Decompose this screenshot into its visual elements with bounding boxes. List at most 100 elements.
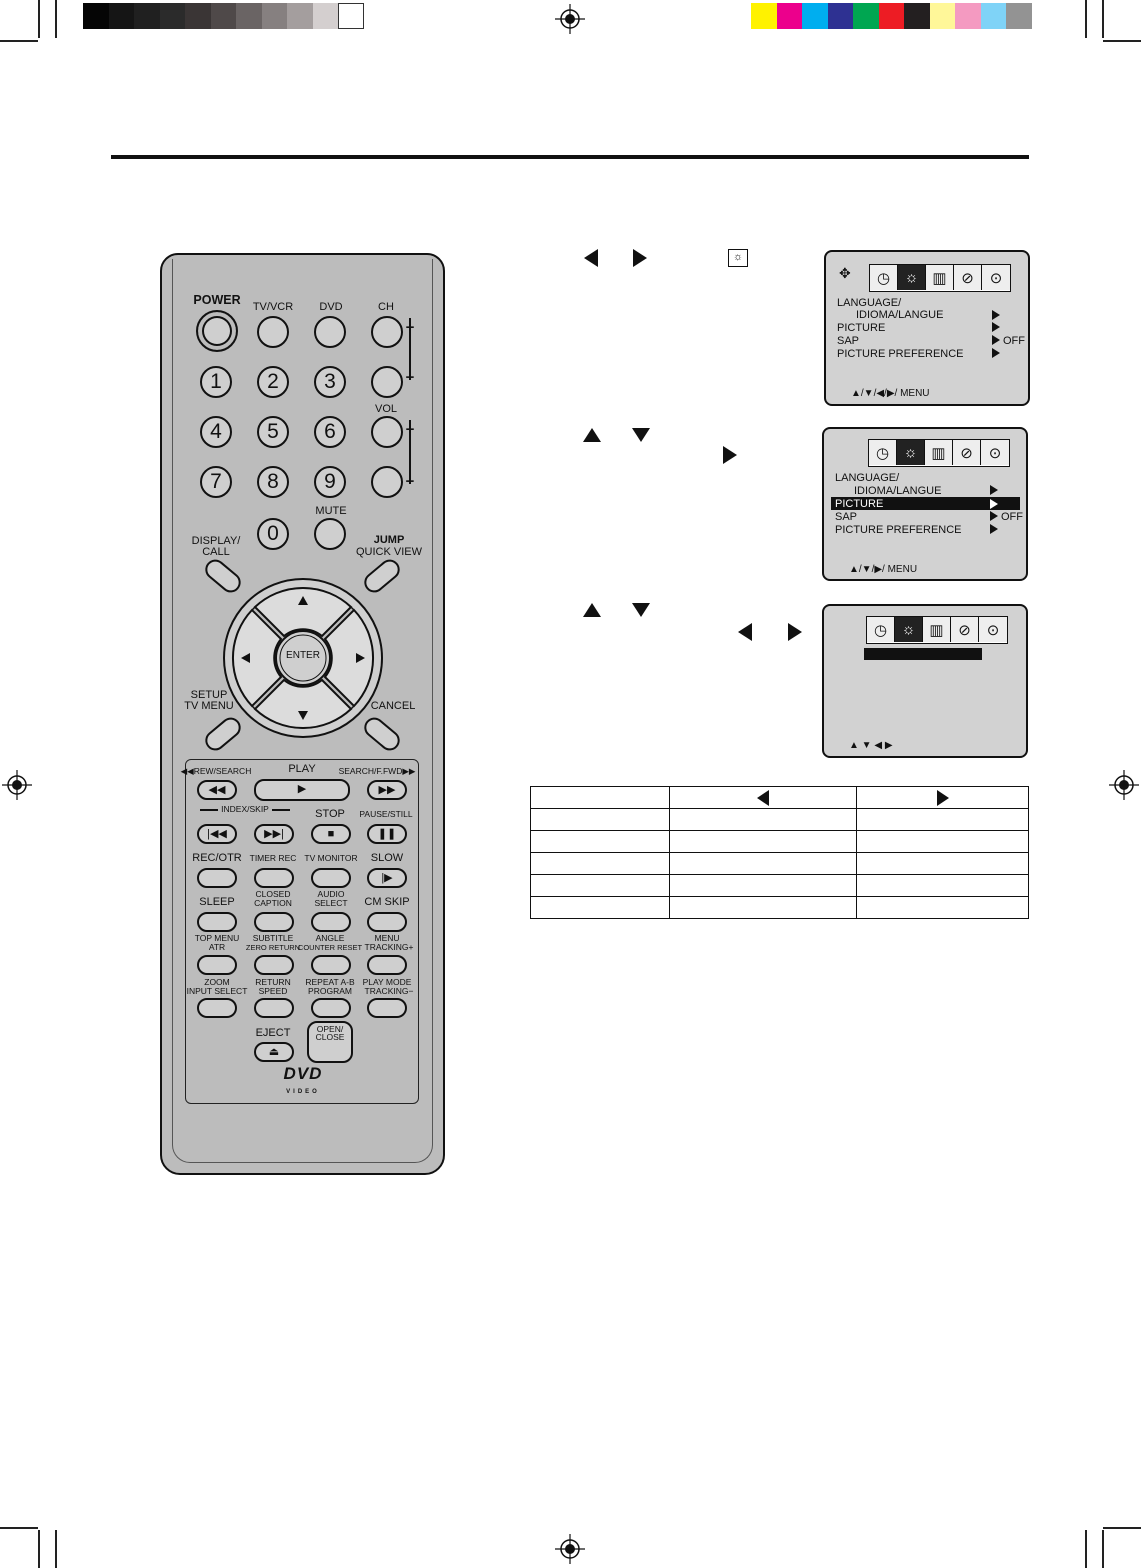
ch-up-button[interactable] [371, 316, 403, 348]
subtitle-zero-return-button[interactable] [254, 955, 294, 975]
play-label: PLAY [288, 763, 316, 775]
top-menu-atr-button[interactable] [197, 955, 237, 975]
closed-caption-button[interactable] [254, 912, 294, 932]
submenu-arrow-icon [990, 499, 998, 509]
submenu-arrow-icon [992, 348, 1000, 358]
open-close-button[interactable] [307, 1021, 353, 1063]
sleep-button[interactable] [197, 912, 237, 932]
repeat-ab-program-button[interactable] [311, 998, 351, 1018]
lock-icon: ⊘ [951, 617, 979, 642]
tracking-minus-label: TRACKING− [364, 986, 414, 996]
digit-8-button[interactable]: 8 [257, 466, 289, 498]
subtitle-label: SUBTITLE [252, 933, 294, 943]
digit-6-button[interactable]: 6 [314, 416, 346, 448]
down-arrow-icon [632, 428, 650, 442]
up-arrow-icon [583, 603, 601, 617]
vol-minus-sign: − [405, 473, 415, 490]
color-swatch [955, 3, 981, 29]
tape-icon: ⊙ [982, 265, 1010, 290]
mute-button[interactable] [314, 518, 346, 550]
digit-4-button[interactable]: 4 [200, 416, 232, 448]
power-button[interactable] [196, 310, 238, 352]
tv-vcr-button[interactable] [257, 316, 289, 348]
display-label: DISPLAY/ [191, 535, 241, 547]
osd-footer: ▲ ▼ ◀ ▶ [849, 740, 893, 751]
dvd-label: DVD [319, 301, 343, 313]
digit-0-button[interactable]: 0 [257, 518, 289, 550]
table-cell [668, 852, 858, 875]
vol-label: VOL [374, 403, 398, 415]
tv-monitor-button[interactable] [311, 868, 351, 888]
crop-mark [0, 1527, 38, 1529]
atr-label: ATR [208, 942, 226, 952]
vol-up-button[interactable] [371, 416, 403, 448]
osd-footer: ▲/▼/▶/ MENU [849, 564, 918, 575]
return-speed-button[interactable] [254, 998, 294, 1018]
index-skip-label: INDEX/SKIP [221, 804, 269, 814]
four-way-arrow-icon: ✥ [839, 265, 851, 281]
skip-forward-button[interactable]: ▶▶| [254, 824, 294, 844]
registration-mark [555, 1534, 585, 1564]
play-mode-tracking-minus-button[interactable] [367, 998, 407, 1018]
fast-forward-button[interactable]: ▶▶ [367, 780, 407, 800]
digit-3-button[interactable]: 3 [314, 366, 346, 398]
color-swatch [210, 3, 236, 29]
color-swatch [338, 3, 364, 29]
color-swatch [236, 3, 262, 29]
table-cell [668, 874, 858, 897]
film-icon: ▥ [925, 440, 953, 465]
stop-button[interactable]: ■ [311, 824, 351, 844]
tracking-plus-label: TRACKING+ [364, 942, 414, 952]
color-swatch [878, 3, 904, 29]
play-button[interactable]: ▶ [254, 779, 350, 801]
crop-mark [38, 0, 40, 38]
osd-item-picture: PICTURE [837, 322, 886, 334]
color-swatch [83, 3, 109, 29]
crop-mark [1103, 1527, 1141, 1529]
digit-5-button[interactable]: 5 [257, 416, 289, 448]
film-icon: ▥ [926, 265, 954, 290]
direction-pad[interactable] [222, 577, 384, 739]
color-swatch [904, 3, 930, 29]
submenu-arrow-icon [992, 310, 1000, 320]
table-header-cell [668, 786, 858, 809]
digit-1-button[interactable]: 1 [200, 366, 232, 398]
slow-label: SLOW [370, 852, 404, 864]
rew-search-label: ◀◀REW/SEARCH [180, 766, 252, 776]
digit-7-button[interactable]: 7 [200, 466, 232, 498]
stop-label: STOP [315, 808, 345, 820]
registration-mark [2, 770, 32, 800]
open-label: OPEN/ [316, 1024, 344, 1034]
vol-down-button[interactable] [371, 466, 403, 498]
tv-vcr-label: TV/VCR [252, 301, 294, 313]
menu-tracking-plus-button[interactable] [367, 955, 407, 975]
osd-item-picture-preference: PICTURE PREFERENCE [835, 524, 962, 536]
timer-rec-button[interactable] [254, 868, 294, 888]
video-logo: VIDEO [286, 1089, 320, 1095]
osd-item-idioma: IDIOMA/LANGUE [854, 485, 942, 497]
play-mode-label: PLAY MODE [362, 977, 412, 987]
rewind-button[interactable]: ◀◀ [197, 780, 237, 800]
skip-back-button[interactable]: |◀◀ [197, 824, 237, 844]
dvd-button[interactable] [314, 316, 346, 348]
ch-plus-sign: + [405, 319, 415, 336]
digit-2-button[interactable]: 2 [257, 366, 289, 398]
program-label: PROGRAM [308, 986, 352, 996]
vol-bracket [409, 420, 411, 484]
setup-label: SETUP [190, 689, 228, 701]
clock-icon: ◷ [870, 265, 898, 290]
table-row [530, 808, 1029, 831]
ch-down-button[interactable] [371, 366, 403, 398]
table-row [530, 896, 1029, 919]
slow-button[interactable]: |▶ [367, 868, 407, 888]
eject-button[interactable]: ⏏ [254, 1042, 294, 1062]
audio-select-button[interactable] [311, 912, 351, 932]
angle-counter-reset-button[interactable] [311, 955, 351, 975]
digit-9-button[interactable]: 9 [314, 466, 346, 498]
cm-skip-button[interactable] [367, 912, 407, 932]
down-arrow-icon [632, 603, 650, 617]
pause-still-button[interactable]: ❚❚ [367, 824, 407, 844]
zoom-input-select-button[interactable] [197, 998, 237, 1018]
rec-otr-button[interactable] [197, 868, 237, 888]
left-arrow-icon [738, 623, 752, 641]
